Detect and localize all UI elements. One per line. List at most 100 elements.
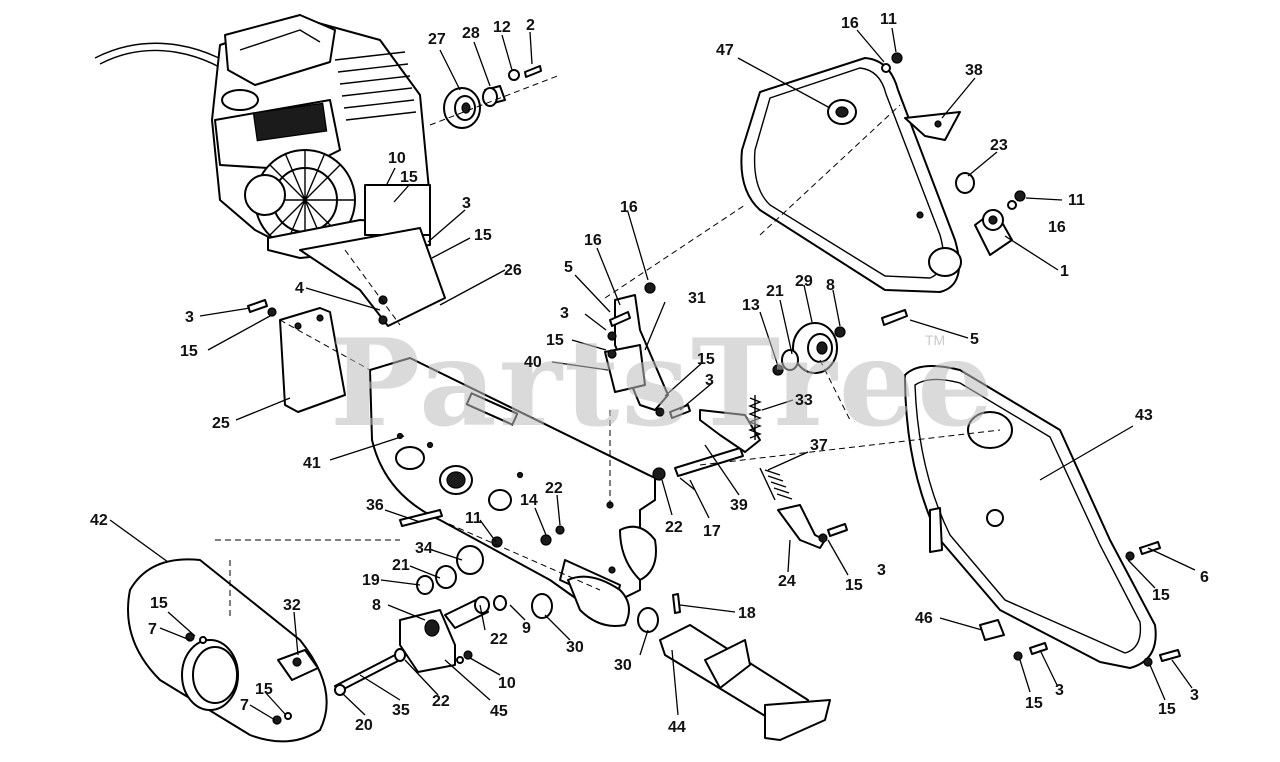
engine [94, 14, 431, 259]
callout: 7 [240, 697, 249, 714]
callout: 47 [716, 42, 734, 59]
callout: 15 [255, 681, 273, 698]
callout: 36 [366, 497, 384, 514]
callout: 45 [490, 703, 508, 720]
callout: 10 [388, 150, 406, 167]
washer-12 [508, 69, 520, 81]
arm-44 [659, 624, 831, 741]
bearing-34 [456, 545, 484, 575]
link-24 [777, 504, 826, 549]
callout: 16 [841, 15, 859, 32]
callout: 15 [400, 169, 418, 186]
callout: 15 [1152, 587, 1170, 604]
callout: 21 [766, 283, 784, 300]
callout: 15 [180, 343, 198, 360]
callout: 22 [545, 480, 563, 497]
callout: 22 [432, 693, 450, 710]
callout: 37 [810, 437, 828, 454]
callout: 15 [474, 227, 492, 244]
callout: 27 [428, 31, 446, 48]
leader-lines [109, 27, 1196, 721]
callout: 32 [283, 597, 301, 614]
callout-labels: 27 28 12 2 47 16 11 38 23 11 16 1 10 15 … [90, 11, 1209, 736]
callout: 3 [560, 305, 569, 322]
bolt-3-left [247, 299, 268, 313]
callout: 4 [295, 280, 304, 297]
bushing-23 [955, 172, 975, 194]
callout: 9 [522, 620, 531, 637]
callout: 15 [845, 577, 863, 594]
callout: 25 [212, 415, 230, 432]
mount-plate-25 [279, 307, 346, 413]
callout: 14 [520, 492, 538, 509]
callout: 16 [584, 232, 602, 249]
bracket-38 [904, 111, 961, 141]
bearing-block-45 [399, 609, 456, 673]
callout: 46 [915, 610, 933, 627]
callout: 38 [965, 62, 983, 79]
callout: 3 [877, 562, 886, 579]
side-cover-43 [904, 365, 1157, 669]
callout: 22 [490, 631, 508, 648]
callout: 5 [970, 331, 979, 348]
callout: 11 [880, 11, 897, 28]
callout: 8 [826, 277, 835, 294]
callout: 30 [614, 657, 632, 674]
pulley-27 [443, 87, 481, 129]
callout: 3 [462, 195, 471, 212]
bearing-29 [792, 322, 838, 374]
callout: 33 [795, 392, 813, 409]
callout: 19 [362, 572, 380, 589]
callout: 15 [697, 351, 715, 368]
callout: 15 [1158, 701, 1176, 718]
callout: 18 [738, 605, 756, 622]
spacer-28 [482, 85, 506, 107]
callout: 3 [1190, 687, 1199, 704]
shaft-39 [674, 409, 761, 477]
callout: 5 [564, 259, 573, 276]
callout: 13 [742, 297, 760, 314]
callout: 11 [465, 510, 482, 527]
callout: 44 [668, 719, 686, 736]
callout: 15 [150, 595, 168, 612]
callout: 26 [504, 262, 522, 279]
callout: 3 [1055, 682, 1064, 699]
callout: 6 [1200, 569, 1209, 586]
callout: 41 [303, 455, 321, 472]
callout: 3 [185, 309, 194, 326]
idler-pulley-1 [974, 209, 1013, 256]
spring-33 [748, 395, 762, 440]
callout: 1 [1060, 263, 1069, 280]
bolt-5 [881, 309, 908, 326]
belt-cover-42 [127, 558, 328, 743]
callout: 21 [392, 557, 410, 574]
callout: 40 [524, 354, 542, 371]
washer-21 [781, 349, 799, 371]
callout: 22 [665, 519, 683, 536]
callout: 16 [1048, 219, 1066, 236]
callout: 31 [688, 290, 706, 307]
callout: 10 [498, 675, 516, 692]
callout: 39 [730, 497, 748, 514]
callout: 28 [462, 25, 480, 42]
spring-37 [759, 467, 793, 501]
callout: 11 [1068, 192, 1085, 209]
callout: 17 [703, 523, 721, 540]
callout: 35 [392, 702, 410, 719]
callout: 15 [546, 332, 564, 349]
callout: 30 [566, 639, 584, 656]
callout: 7 [148, 621, 157, 638]
bolt-2 [524, 65, 542, 78]
callout: 20 [355, 717, 373, 734]
callout: 23 [990, 137, 1008, 154]
callout: 8 [372, 597, 381, 614]
callout: 15 [1025, 695, 1043, 712]
assembly-lines [215, 74, 1001, 620]
motor-mount-plate [299, 227, 446, 327]
callout: 3 [705, 372, 714, 389]
callout: 24 [778, 573, 796, 590]
callout: 29 [795, 273, 813, 290]
trademark: TM [925, 332, 945, 348]
callout: 42 [90, 512, 108, 529]
